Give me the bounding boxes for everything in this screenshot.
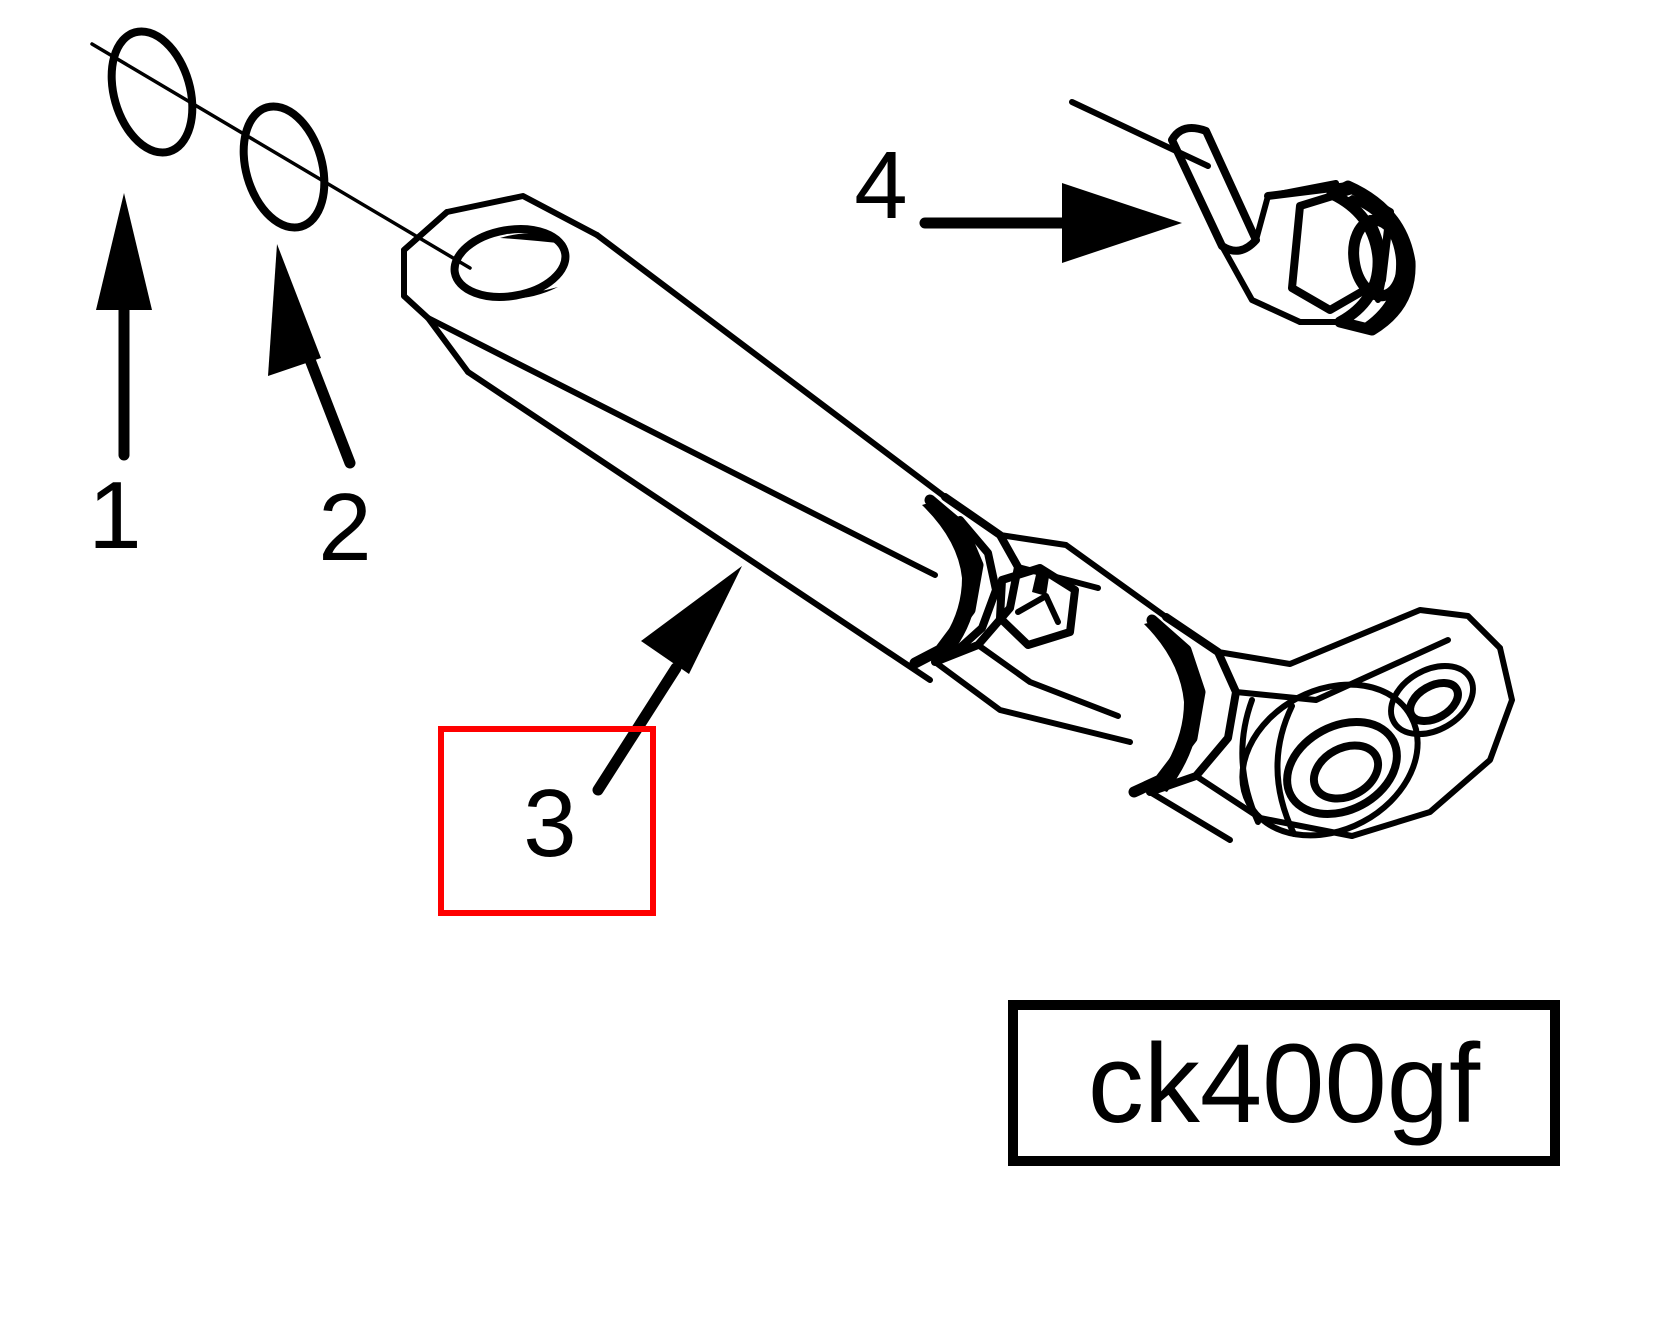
red-highlight-box [438,726,656,916]
assembly-axis-line [90,42,472,270]
clevis-bearing-ring [1128,613,1240,798]
callout-arrow-4 [919,183,1182,263]
part-o-ring-1 [107,27,197,157]
part-hose-fitting [1069,99,1416,336]
rod-keyway-detail [996,564,1079,649]
part-o-ring-2 [239,102,329,232]
callout-label-3: 3 [523,770,576,877]
part-code-text: ck400gf [1088,1021,1481,1146]
callout-arrow-2 [268,244,356,469]
callout-label-1: 1 [88,462,141,569]
callout-label-4: 4 [854,132,907,239]
callout-arrow-1 [96,193,152,461]
cylinder-gland-ring [909,493,1022,669]
part-code-box-border [1008,1000,1560,1166]
cylinder-clevis-end [1147,607,1515,843]
cylinder-port-hole [450,225,570,301]
callout-arrow-3 [592,566,742,796]
part-code-box: ck400gf [1008,1000,1560,1166]
part-cylinder-body [401,193,1515,843]
callout-label-2: 2 [318,474,371,581]
